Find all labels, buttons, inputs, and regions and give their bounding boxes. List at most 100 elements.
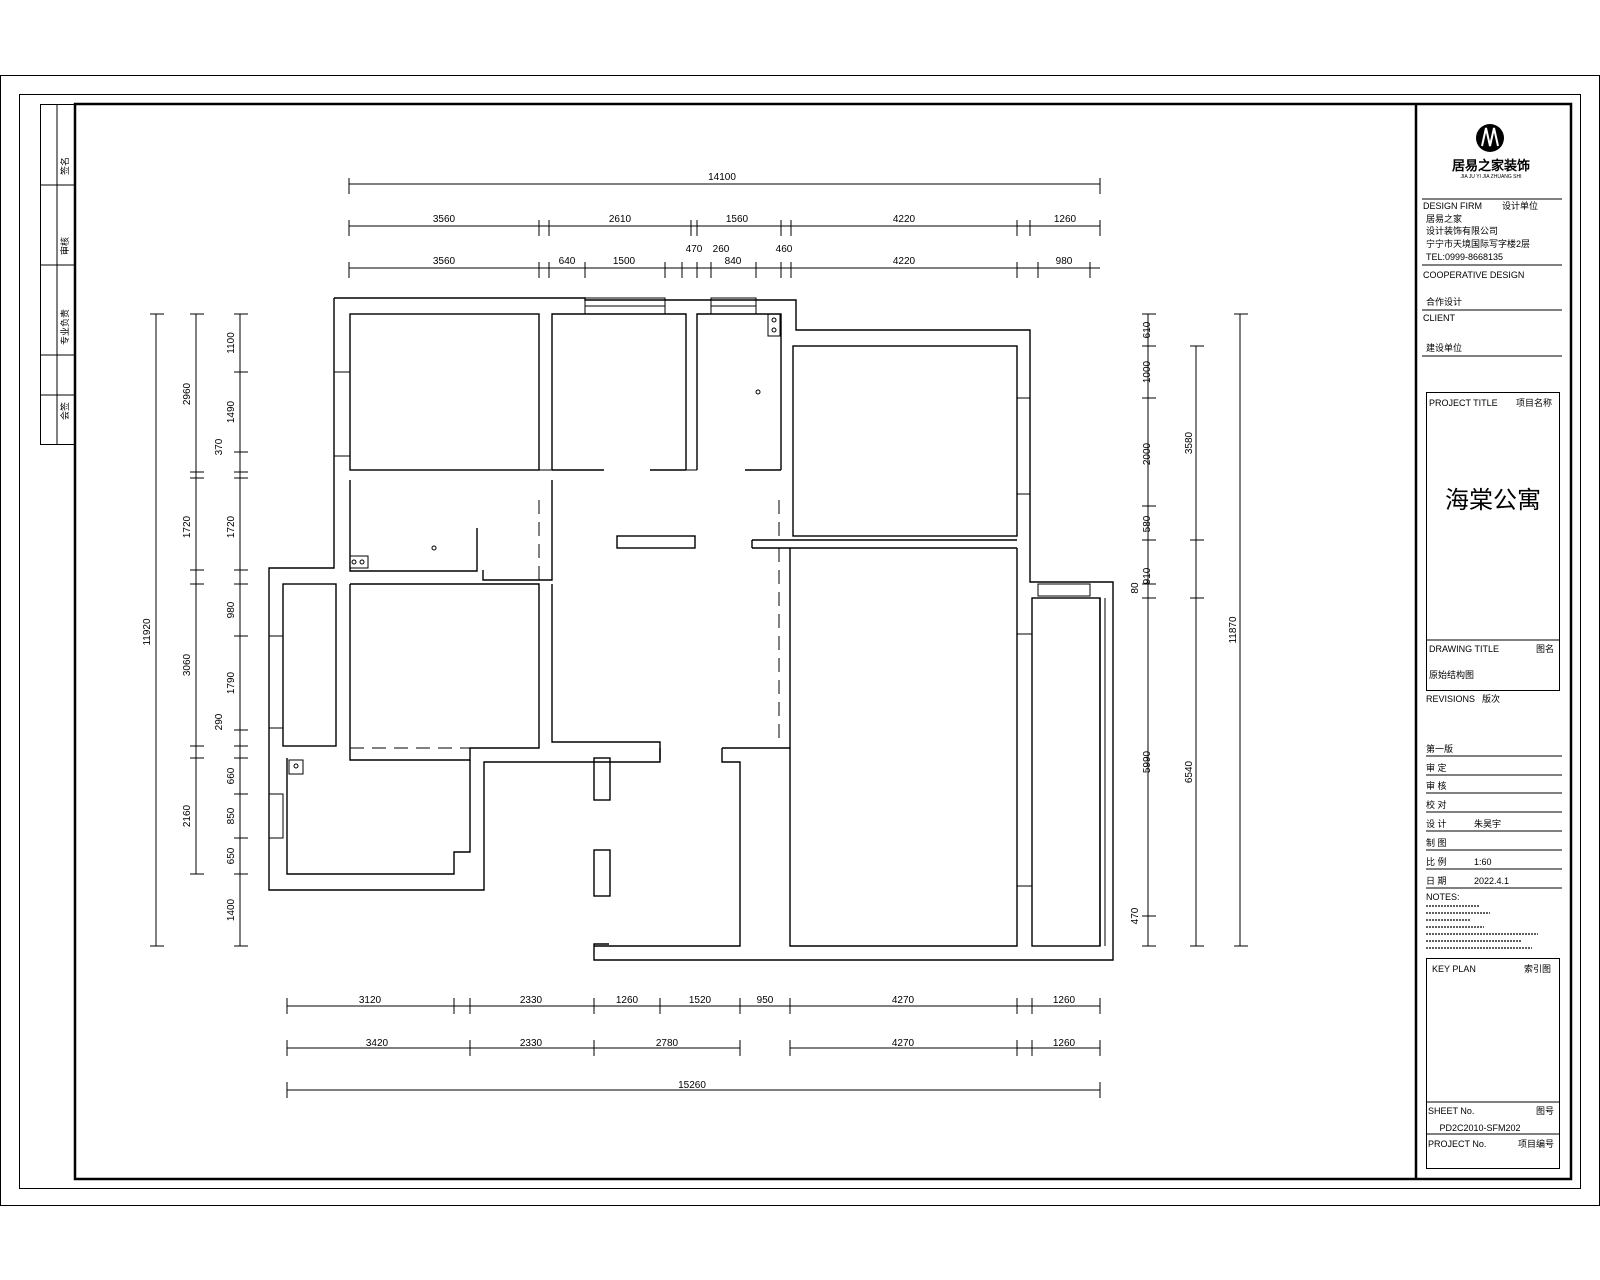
- dim-left-r2: 1490: [226, 400, 237, 423]
- room-middle-left: [349, 583, 540, 761]
- dim-left-r1: 1720: [182, 515, 193, 538]
- dim-right-r1: 470: [1130, 907, 1141, 924]
- dim-top-r2: 460: [776, 244, 793, 255]
- scale-value: 1:60: [1474, 857, 1492, 867]
- dim-top-r1: 2610: [609, 214, 632, 225]
- inner-frame: [19, 94, 1581, 1189]
- approve-label: 审 定: [1426, 762, 1447, 773]
- floor-plan: [268, 297, 1114, 961]
- firm-line-2: 设计装饰有限公司: [1426, 225, 1498, 236]
- dim-top-r1: 3560: [433, 214, 456, 225]
- dim-top-r2: 3560: [433, 256, 456, 267]
- revisions-label: REVISIONS: [1426, 694, 1475, 704]
- dim-top-r2: 260: [713, 244, 730, 255]
- dim-top-r2: 980: [1056, 256, 1073, 267]
- check-label: 校 对: [1426, 799, 1447, 810]
- scale-label: 比 例: [1426, 856, 1447, 867]
- dim-right-r1: 2000: [1142, 442, 1153, 465]
- dim-right-r2: 6540: [1184, 760, 1195, 783]
- dim-right-r1: 610: [1142, 321, 1153, 338]
- dim-bottom-r1: 1260: [1053, 995, 1076, 1006]
- drawing-title-label: DRAWING TITLE: [1429, 644, 1499, 654]
- dim-left-r1: 2160: [182, 804, 193, 827]
- window-right-2: [1016, 633, 1033, 887]
- living-wall-right: [594, 748, 741, 947]
- drawing-title-label-cn: 图名: [1536, 643, 1554, 654]
- design-label: 设 计: [1426, 818, 1447, 829]
- cooperative-label: COOPERATIVE DESIGN: [1423, 270, 1524, 280]
- room-top-right: [792, 345, 1018, 537]
- dim-left-r2: 850: [226, 807, 237, 824]
- left-signature-strip: 签名 审核 专业负责 会签: [40, 104, 75, 445]
- strip-cell-countersign: 会签: [59, 402, 70, 420]
- dim-right-overall: 11870: [1228, 616, 1239, 644]
- dim-top-r2: 1500: [613, 256, 636, 267]
- title-block: 居易之家装饰 JIA JU YI JIA ZHUANG SHI DESIGN F…: [1422, 124, 1562, 1169]
- window-left-1: [333, 371, 351, 457]
- dim-left-r2: 1720: [226, 515, 237, 538]
- dim-top-r2: 840: [725, 256, 742, 267]
- dim-left-r2: 1790: [226, 671, 237, 694]
- dim-bottom-r1: 4270: [892, 995, 915, 1006]
- dim-left-r2: 1400: [226, 898, 237, 921]
- company-logo-text: 居易之家装饰: [1452, 158, 1530, 173]
- dim-bottom-r2: 2330: [520, 1038, 543, 1049]
- firm-line-1: 居易之家: [1426, 213, 1462, 224]
- dimension-labels: 14100 3560 2610 1560 4220 1260 3560 640 …: [142, 172, 1239, 1091]
- dim-right-r2: 3580: [1184, 431, 1195, 454]
- sheet-no: PD2C2010-SFM202: [1439, 1123, 1520, 1133]
- design-firm-label: DESIGN FIRM: [1423, 201, 1482, 211]
- column-center: [616, 535, 696, 549]
- designer-name: 朱昊宇: [1474, 818, 1501, 829]
- room-top-left: [349, 313, 540, 471]
- dim-bottom-r1: 3120: [359, 995, 382, 1006]
- dim-left-r2: 650: [226, 847, 237, 864]
- dim-right-r1: 910: [1142, 567, 1153, 584]
- outer-wall-outer: [334, 297, 1114, 961]
- dim-top-overall: 14100: [708, 172, 736, 183]
- strip-cell-review: 审核: [59, 237, 70, 255]
- strip-cell-sign: 签名: [59, 157, 70, 175]
- revisions-label-cn: 版次: [1482, 693, 1500, 704]
- dim-left-r2: 980: [226, 601, 237, 618]
- dim-left-r2: 660: [226, 767, 237, 784]
- dimension-lines: [150, 178, 1248, 1098]
- drawing-name: 原始结构图: [1429, 669, 1474, 680]
- sheet-no-label: SHEET No.: [1428, 1106, 1474, 1116]
- pillar-1: [593, 757, 611, 801]
- drawing-frame: [73, 102, 1573, 1181]
- dim-top-r2: 470: [686, 244, 703, 255]
- date-value: 2022.4.1: [1474, 876, 1509, 886]
- dim-bottom-overall: 15260: [678, 1080, 706, 1091]
- company-logo-sub: JIA JU YI JIA ZHUANG SHI: [1460, 174, 1521, 180]
- project-no-label: PROJECT No.: [1428, 1139, 1486, 1149]
- strip-cell-major: 专业负责: [59, 309, 70, 345]
- dim-top-r2: 640: [559, 256, 576, 267]
- dim-top-r1: 4220: [893, 214, 916, 225]
- dim-bottom-r2: 2780: [656, 1038, 679, 1049]
- dim-bottom-r2: 3420: [366, 1038, 389, 1049]
- project-name: 海棠公寓: [1445, 487, 1541, 514]
- room-top-small: [696, 313, 782, 470]
- date-label: 日 期: [1426, 876, 1447, 886]
- firm-line-3: 宁宁市天境国际写字楼2层: [1426, 238, 1530, 249]
- review-label: 审 核: [1426, 780, 1447, 791]
- dim-bottom-r1: 1260: [616, 995, 639, 1006]
- dim-left-r1: 3060: [182, 653, 193, 676]
- design-firm-label-cn: 设计单位: [1502, 200, 1538, 211]
- key-plan-label-cn: 索引图: [1524, 963, 1551, 974]
- balcony-right: [1031, 597, 1101, 947]
- dim-bottom-r1: 950: [757, 995, 774, 1006]
- project-no-label-cn: 项目编号: [1518, 1138, 1554, 1149]
- firm-tel: TEL:0999-8668135: [1426, 252, 1503, 262]
- company-logo-icon: [1476, 124, 1504, 152]
- dim-top-r1: 1560: [726, 214, 749, 225]
- project-title-label-cn: 项目名称: [1516, 397, 1552, 408]
- dim-bottom-r2: 1260: [1053, 1038, 1076, 1049]
- project-title-label: PROJECT TITLE: [1429, 398, 1498, 408]
- pillar-2: [593, 849, 611, 897]
- fixture-bath: [349, 555, 369, 569]
- outer-wall-outer-left: [268, 298, 661, 891]
- draw-label: 制 图: [1426, 837, 1447, 848]
